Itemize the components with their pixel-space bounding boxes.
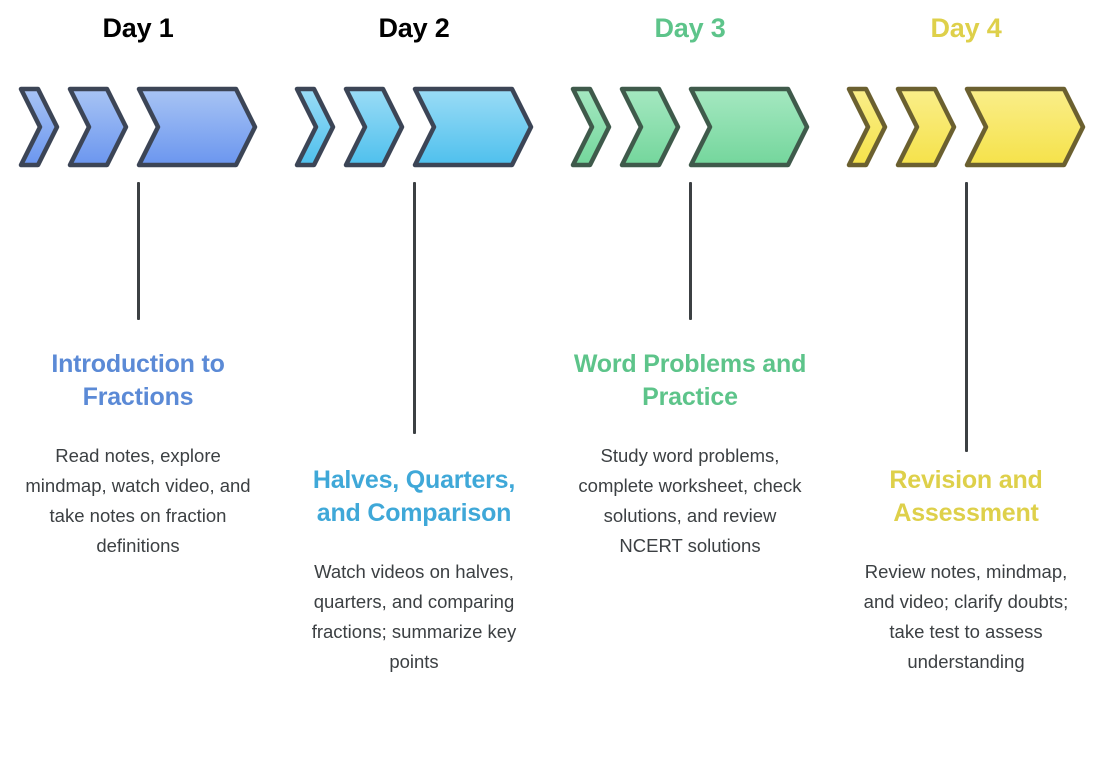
chevron-large-icon xyxy=(688,86,810,168)
content-block-4: Revision and Assessment Review notes, mi… xyxy=(828,464,1104,677)
chevron-small-icon xyxy=(570,86,612,168)
chevron-group-4 xyxy=(828,86,1104,168)
chevron-large-icon xyxy=(964,86,1086,168)
chevron-medium-icon xyxy=(343,86,405,168)
topic-description-3: Study word problems, complete worksheet,… xyxy=(578,444,802,556)
chevron-medium-icon xyxy=(619,86,681,168)
content-block-2: Halves, Quarters, and Comparison Watch v… xyxy=(276,464,552,677)
topic-description-1: Read notes, explore mindmap, watch video… xyxy=(25,444,251,556)
topic-description-4: Review notes, mindmap, and video; clarif… xyxy=(863,560,1069,672)
content-block-3: Word Problems and Practice Study word pr… xyxy=(552,348,828,561)
chevron-group-2 xyxy=(276,86,552,168)
day-label-1: Day 1 xyxy=(102,13,174,43)
day-label-2: Day 2 xyxy=(378,13,450,43)
topic-heading-2: Halves, Quarters, and Comparison xyxy=(312,466,516,528)
timeline-column-day-1: Day 1 xyxy=(0,0,276,776)
connector-line-1 xyxy=(136,182,140,320)
topic-description-2: Watch videos on halves, quarters, and co… xyxy=(311,560,517,672)
chevron-medium-icon xyxy=(67,86,129,168)
topic-heading-1: Introduction to Fractions xyxy=(51,350,225,412)
timeline-column-day-3: Day 3 xyxy=(552,0,828,776)
chevron-medium-icon xyxy=(895,86,957,168)
day-label-3: Day 3 xyxy=(654,13,726,43)
timeline-column-day-2: Day 2 xyxy=(276,0,552,776)
topic-heading-4: Revision and Assessment xyxy=(889,466,1043,528)
chevron-large-icon xyxy=(412,86,534,168)
chevron-small-icon xyxy=(846,86,888,168)
chevron-small-icon xyxy=(294,86,336,168)
chevron-large-icon xyxy=(136,86,258,168)
connector-line-2 xyxy=(412,182,416,434)
content-block-1: Introduction to Fractions Read notes, ex… xyxy=(0,348,276,561)
connector-line-3 xyxy=(688,182,692,320)
chevron-small-icon xyxy=(18,86,60,168)
chevron-group-3 xyxy=(552,86,828,168)
topic-heading-3: Word Problems and Practice xyxy=(573,350,807,412)
day-label-4: Day 4 xyxy=(930,13,1002,43)
chevron-group-1 xyxy=(0,86,276,168)
timeline-column-day-4: Day 4 xyxy=(828,0,1104,776)
connector-line-4 xyxy=(964,182,968,452)
